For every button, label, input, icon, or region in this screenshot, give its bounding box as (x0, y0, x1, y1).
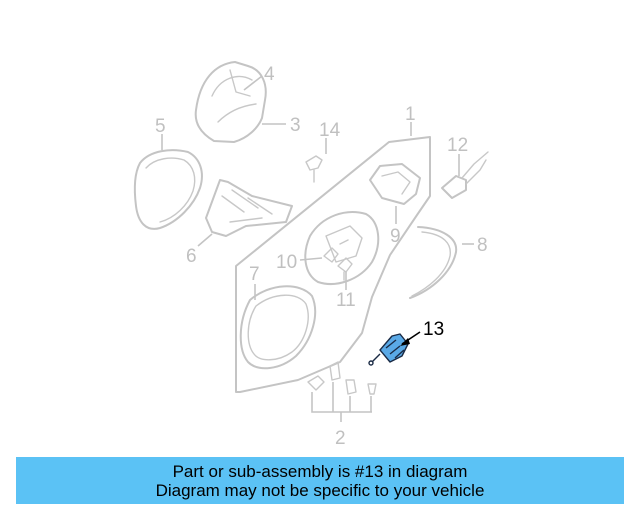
callout-7: 7 (249, 264, 260, 285)
socket-inner (381, 171, 411, 195)
trim-strip-part (409, 226, 458, 299)
headlamp-housing-outline (235, 136, 431, 393)
callout-12: 12 (447, 135, 468, 156)
callout-13: 13 (423, 319, 444, 340)
lens-inner (247, 294, 309, 361)
fastener-leads (311, 382, 372, 422)
bulb-11-part (337, 257, 353, 281)
callout-10: 10 (276, 252, 297, 273)
callout-5: 5 (155, 116, 166, 137)
sensor-wire (461, 151, 489, 185)
arrow-13 (400, 338, 410, 346)
bracket-ribs (221, 189, 273, 223)
bracket-part (205, 179, 293, 237)
retaining-ring-part (133, 149, 203, 230)
part-13-wire (371, 353, 381, 363)
callout-2: 2 (335, 428, 346, 449)
callout-3: 3 (290, 115, 301, 136)
callout-14: 14 (319, 120, 341, 141)
info-banner: Part or sub-assembly is #13 in diagram D… (16, 457, 624, 504)
callout-11: 11 (336, 290, 356, 311)
callout-8: 8 (477, 235, 488, 256)
callout-1: 1 (405, 104, 416, 125)
fastener-set (307, 361, 377, 395)
part-13-detail (385, 339, 405, 359)
trim-strip-inner (411, 231, 451, 297)
socket-part (369, 163, 421, 205)
parts-diagram: 1 2 3 4 5 6 7 8 9 10 11 12 13 14 (133, 61, 489, 449)
part-13-body (379, 333, 409, 363)
banner-line-2: Diagram may not be specific to your vehi… (155, 480, 485, 500)
banner-line-1: Part or sub-assembly is #13 in diagram (172, 461, 468, 481)
sensor-part (441, 175, 467, 199)
part-13-tip (368, 360, 374, 366)
leader-10 (299, 257, 323, 261)
callout-9: 9 (390, 226, 401, 247)
callout-6: 6 (186, 246, 197, 267)
callout-4: 4 (264, 64, 275, 85)
retaining-ring-inner (145, 157, 196, 223)
reflector-inner (325, 225, 363, 263)
highlighted-part-13 (368, 333, 409, 366)
bulb-10-part (323, 247, 339, 263)
lamp-cover-inner (211, 69, 257, 123)
clip-part (305, 155, 323, 183)
reflector-part (304, 211, 380, 285)
leader-6 (197, 233, 213, 247)
leader-4 (243, 75, 263, 91)
lamp-cover-part (194, 61, 267, 143)
lens-part (239, 285, 317, 370)
